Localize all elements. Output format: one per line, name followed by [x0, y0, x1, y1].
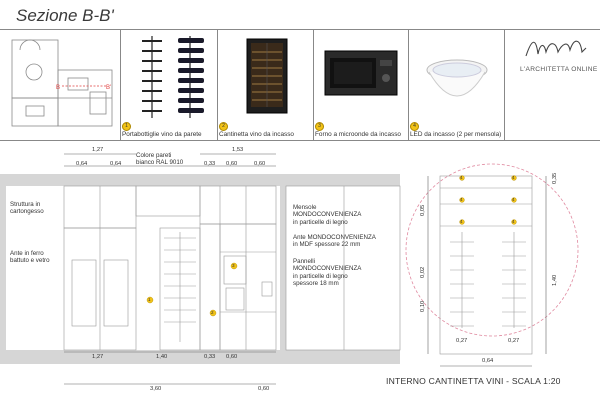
product-label-wine-cooler: 2 Cantinetta vino da incasso	[219, 122, 294, 138]
note-doors: Ante in ferro battuto e vetro	[10, 250, 50, 265]
dim-bottom-1: 1,27	[92, 354, 104, 360]
dim-bottom-2: 1,40	[156, 354, 168, 360]
dim-detail-bottom-2: 0,27	[508, 338, 520, 344]
section-badge-3: 3	[232, 263, 235, 268]
panel-separator	[313, 29, 314, 140]
detail-badge: 4	[460, 175, 463, 180]
dim-top-5: 0,33	[204, 161, 216, 167]
detail-badge: 4	[512, 219, 515, 224]
badge-3: 3	[315, 122, 324, 131]
dim-detail-right-1: 0,35	[552, 172, 558, 184]
product-label-microwave: 3 Forno a microonde da incasso	[315, 122, 401, 138]
dim-top-3: 0,64	[76, 161, 88, 167]
microwave-image	[324, 50, 398, 96]
dim-detail-bottom-3: 0,64	[482, 358, 494, 364]
section-badge-2: 2	[211, 310, 214, 315]
section-drawing	[0, 153, 579, 385]
brand-name: L'ARCHITETTA ONLINE	[520, 66, 598, 73]
detail-badge: 4	[512, 175, 515, 180]
badge-4: 4	[410, 122, 419, 131]
badge-2: 2	[219, 122, 228, 131]
dim-detail-left-2: 0,02	[420, 266, 426, 278]
dim-detail-left-1: 0,05	[420, 204, 426, 216]
dim-bottom-3: 0,33	[204, 354, 216, 360]
badge-1: 1	[122, 122, 131, 131]
detail-badge: 4	[460, 219, 463, 224]
panel-separator	[504, 29, 505, 140]
plan-marker-right: B'	[106, 85, 111, 91]
wine-rack-image	[142, 36, 204, 118]
section-badge-1: 1	[148, 297, 151, 302]
panel-separator	[217, 29, 218, 140]
detail-badge: 4	[460, 197, 463, 202]
note-panels: Pannelli MONDOCONVENIENZA in particelle …	[293, 258, 362, 288]
strip-divider	[0, 140, 600, 141]
dim-detail-left-3: 0,10	[420, 300, 426, 312]
brand-signature-icon	[525, 40, 587, 57]
page-title: Sezione B-B'	[16, 6, 114, 25]
detail-badge: 4	[512, 197, 515, 202]
note-structure: Struttura in cartongesso	[10, 201, 44, 216]
dim-top-1: 1,27	[92, 147, 104, 153]
wine-cooler-image	[246, 38, 288, 114]
note-wall-color: Colore pareti bianco RAL 9010	[136, 152, 184, 167]
note-door-mdf: Ante MONDOCONVENIENZA in MDF spessore 22…	[293, 234, 376, 249]
dim-detail-right-2: 1,40	[552, 274, 558, 286]
header-divider	[0, 29, 600, 30]
detail-caption: INTERNO CANTINETTA VINI - SCALA 1:20	[386, 376, 561, 386]
note-shelves: Mensole MONDOCONVENIENZA in particelle d…	[293, 204, 362, 226]
dim-detail-bottom-1: 0,27	[456, 338, 468, 344]
panel-separator	[408, 29, 409, 140]
dim-top-7: 0,60	[254, 161, 266, 167]
dim-bottom-6: 0,60	[258, 386, 270, 392]
dim-top-4: 0,64	[110, 161, 122, 167]
floor-plan-thumbnail: B B'	[11, 39, 113, 127]
led-downlight-image	[426, 59, 488, 97]
panel-separator	[120, 29, 121, 140]
dim-top-2: 1,53	[232, 147, 244, 153]
dim-top-6: 0,60	[226, 161, 238, 167]
dim-bottom-4: 0,60	[226, 354, 238, 360]
dim-bottom-5: 3,60	[150, 386, 162, 392]
product-label-led: 4 LED da incasso (2 per mensola)	[410, 122, 502, 138]
plan-marker-left: B	[56, 85, 60, 91]
product-label-wine-rack: 1 Portabottiglie vino da parete	[122, 122, 202, 138]
